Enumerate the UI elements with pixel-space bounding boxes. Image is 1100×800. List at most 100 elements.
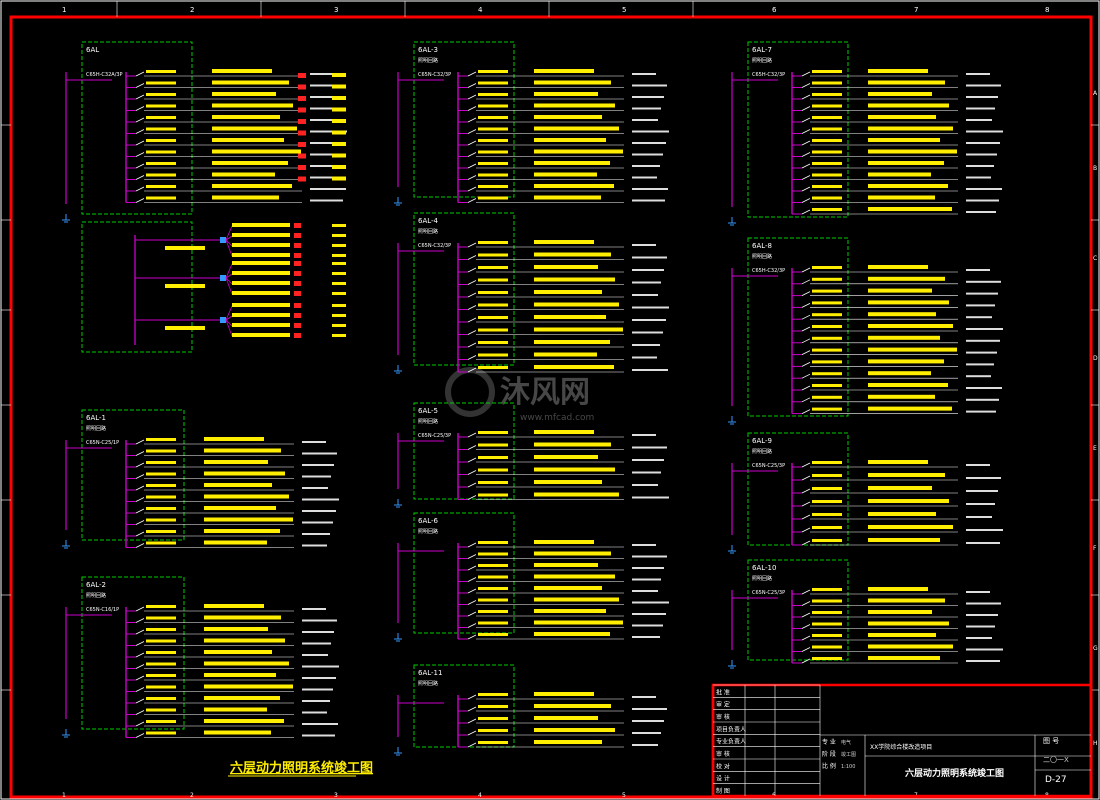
panel-label: 6AL-8 [752,242,772,250]
circuit-row [458,265,664,273]
panel-label: 6AL-11 [418,669,442,677]
circuit-row [458,138,666,146]
title-block-role: 审 定 [716,701,730,709]
circuit-row [126,506,336,514]
column-ref-bottom: 5 [622,792,626,799]
circuit-row [458,126,669,134]
title-block-date: 二〇一X [1043,756,1069,764]
circuit-row [792,300,995,308]
circuit-row [458,442,667,450]
circuit-row [792,486,998,494]
main-breaker-label: C65N-C16/1P [86,607,119,613]
panel-label: 6AL-10 [752,564,776,572]
circuit-row [458,716,664,724]
circuit-row [792,103,995,111]
circuit-row [458,597,669,605]
circuit-row [792,115,992,123]
circuit-row [458,277,661,285]
circuit-row [792,598,1001,606]
circuit-row [458,480,658,488]
panel-sub-label: 照明回路 [418,228,438,235]
circuit-row [792,184,1002,192]
drawing-border [9,15,1093,799]
circuit-row [792,207,996,215]
main-breaker-label: C65N-C25/3P [752,590,785,596]
panel-6al-10: 6AL-10 照明回路 C65N-C25/3P [728,559,1003,669]
circuit-row [126,529,330,537]
column-ref-bottom: 1 [62,792,66,799]
circuit-row [126,471,331,479]
main-breaker-label: C65H-C32/3P [752,268,785,274]
circuit-row [792,276,1001,285]
watermark-brand: 沐风网 [500,375,590,410]
circuit-row [792,525,1003,533]
panel-sub-label: 照明回路 [86,592,106,599]
circuit-row [792,621,995,629]
watermark-url: www.mfcad.com [520,413,594,423]
circuit-row [458,728,661,736]
title-block-field-value: 1:100 [841,764,855,770]
circuit-row [792,195,999,203]
circuit-row [126,684,333,692]
title-block-field-label: 专 业 [822,738,836,746]
circuit-row [458,302,669,310]
circuit-row [458,692,656,700]
circuit-row [126,161,338,169]
circuit-row [458,574,661,582]
circuit-row [792,512,992,520]
title-block: 批 准审 定审 核项目负责人专业负责人审 核校 对设 计制 图专 业电气阶 段竣… [711,683,1093,798]
circuit-row [458,69,656,77]
panel-6al-7: 6AL-7 照明回路 C65H-C32/3P [728,41,1003,226]
circuit-row [458,609,666,617]
circuit-row [458,551,667,559]
circuit-row [126,517,333,525]
column-ref-top: 1 [62,6,66,14]
panel-label: 6AL-9 [752,437,772,445]
circuit-row [458,455,664,463]
circuit-row [792,633,992,641]
circuit-row [458,172,657,180]
panel-label: 6AL-2 [86,581,106,589]
main-breaker-label: C65N-C25/3P [752,463,785,469]
title-block-role: 项目负责人 [716,725,746,733]
title-block-drawing-no: D-27 [1045,775,1067,785]
circuit-row [458,540,656,548]
circuit-row [126,80,345,88]
circuit-row [126,730,335,738]
circuit-row [126,696,330,704]
circuit-row [792,324,1003,332]
circuit-row [126,92,342,100]
title-block-role: 制 图 [716,787,730,795]
circuit-row [792,371,991,379]
circuit-row [458,149,663,157]
panel-sub-label: 照明回路 [752,575,772,582]
circuit-row [792,126,1003,134]
panel-sub-label: 照明回路 [86,425,106,432]
circuit-row [458,704,667,712]
circuit-row [792,359,994,367]
panel-label: 6AL-7 [752,46,772,54]
circuit-row [126,494,339,502]
circuit-row [126,184,346,192]
circuit-row [458,467,661,475]
circuit-row [458,586,658,594]
circuit-row [126,719,338,727]
circuit-row [792,499,995,507]
circuit-row [792,347,997,356]
circuit-row [126,661,339,669]
circuit-row [458,563,664,571]
panel-6al-red-markers [298,73,346,182]
panel-sub-label: 照明回路 [752,57,772,64]
main-breaker-label: C65H-C32/3P [752,72,785,78]
title-block-project: XX学院综合楼改造项目 [870,743,932,751]
circuit-row [458,430,656,438]
title-block-field-value: 电气 [841,739,851,746]
